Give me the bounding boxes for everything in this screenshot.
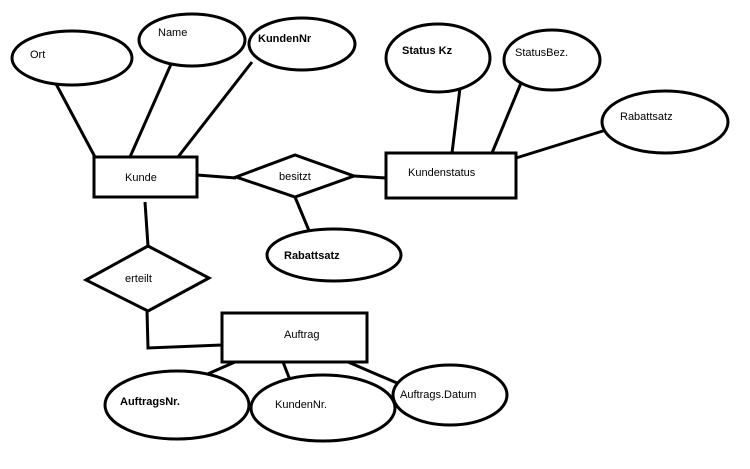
line-ort-kunde: [53, 81, 97, 158]
attribute-auftrags-datum-label: Auftrags.Datum: [400, 389, 476, 401]
attribute-kundennr-auftrag: KundenNr.: [249, 373, 397, 443]
line-statusbez-kundenstatus: [490, 82, 523, 154]
line-kundennr-kunde: [176, 61, 254, 158]
line-statuskz-kundenstatus: [450, 87, 462, 154]
attribute-ort-label: Ort: [30, 49, 45, 61]
relationship-besitzt: besitzt: [231, 153, 359, 199]
entity-kunde-label: Kunde: [125, 172, 157, 184]
entity-kunde: Kunde: [92, 155, 199, 199]
line-kunde-erteilt: [143, 201, 150, 247]
entity-kundenstatus-label: Kundenstatus: [408, 167, 476, 179]
line-auftrag-kundennr: [281, 361, 292, 381]
entity-auftrag: Auftrag: [220, 311, 369, 364]
attribute-rabattsatz-status: Rabattsatz: [600, 89, 730, 155]
relationship-erteilt: erteilt: [82, 244, 213, 313]
entity-auftrag-label: Auftrag: [284, 329, 319, 341]
attribute-auftrags-datum: Auftrags.Datum: [391, 363, 509, 427]
connector-lines: [53, 61, 607, 385]
attribute-name: Name: [137, 12, 247, 68]
attribute-status-kz: Status Kz: [384, 22, 492, 94]
attribute-kundennr-kunde: KundenNr: [247, 16, 357, 72]
entity-kundenstatus: Kundenstatus: [384, 151, 518, 200]
attribute-auftragsnr: AuftragsNr.: [103, 369, 251, 441]
attribute-status-kz-label: Status Kz: [402, 45, 453, 57]
line-rabattsatz-kundenstatus: [515, 128, 607, 160]
attribute-rabattsatz-besitzt-label: Rabattsatz: [284, 250, 340, 262]
line-kunde-besitzt: [196, 173, 237, 180]
line-erteilt-auftrag: [145, 310, 223, 350]
attribute-auftragsnr-label: AuftragsNr.: [120, 396, 180, 408]
attribute-rabattsatz-status-label: Rabattsatz: [620, 111, 673, 123]
attribute-kundennr-auftrag-label: KundenNr.: [275, 399, 327, 411]
attribute-name-label: Name: [158, 27, 187, 39]
line-besitzt-kundenstatus: [353, 174, 387, 180]
attribute-kundennr-kunde-label: KundenNr: [258, 33, 312, 45]
attribute-status-bez: StatusBez.: [502, 28, 602, 92]
attribute-rabattsatz-besitzt: Rabattsatz: [265, 227, 403, 283]
line-besitzt-rabattsatz: [293, 196, 312, 234]
attribute-status-bez-label: StatusBez.: [515, 47, 568, 59]
line-auftrag-datum: [347, 360, 398, 385]
attribute-ort: Ort: [10, 29, 134, 87]
relationship-besitzt-label: besitzt: [279, 171, 311, 183]
relationship-erteilt-label: erteilt: [125, 273, 152, 285]
line-name-kunde: [128, 61, 174, 158]
